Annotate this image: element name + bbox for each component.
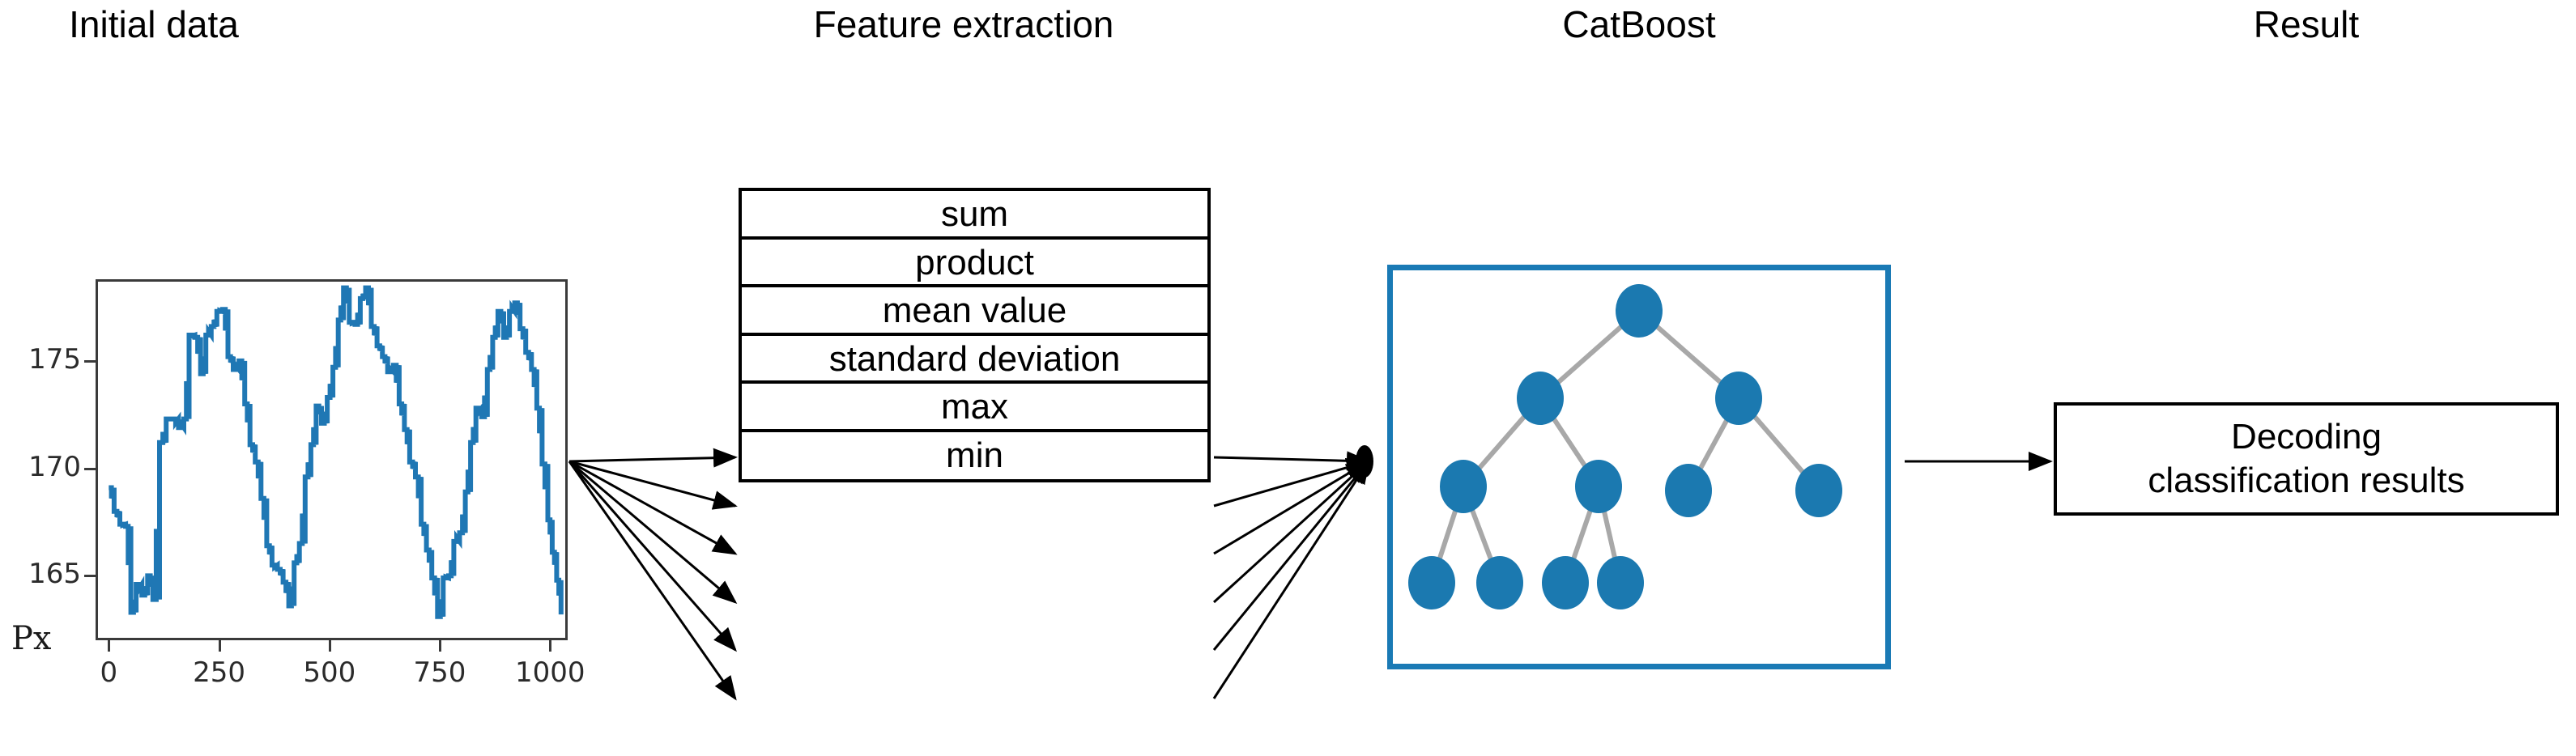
feature-box-min[interactable]: min	[739, 429, 1211, 482]
arrow-convergence-node	[1356, 445, 1373, 478]
column-title-feature-extraction: Feature extraction	[813, 3, 1114, 45]
chart-xtick-label: 1000	[514, 656, 585, 689]
chart-ytick-mark	[84, 359, 96, 363]
chart-xaxis-label: Px	[11, 620, 52, 657]
feature-box-label: max	[940, 387, 1009, 427]
chart-xtick-mark	[438, 640, 441, 652]
feature-box-max[interactable]: max	[739, 380, 1211, 434]
catboost-tree-panel	[1387, 265, 1891, 669]
chart-ytick-label: 170	[28, 450, 81, 483]
column-title-catboost: CatBoost	[1562, 3, 1716, 45]
chart-xtick-label: 500	[303, 656, 356, 689]
feature-box-product[interactable]: product	[739, 236, 1211, 290]
result-line-2: classification results	[2148, 461, 2465, 500]
arrow-from-mean-value	[1213, 460, 1371, 555]
arrow-from-standard-deviation	[1212, 459, 1371, 604]
column-title-initial-data: Initial data	[69, 3, 239, 45]
chart-ytick-label: 165	[28, 558, 81, 591]
chart-xtick-mark	[549, 640, 552, 652]
arrow-from-max	[1212, 459, 1370, 651]
chart-xtick-label: 750	[413, 656, 466, 689]
chart-ytick-mark	[84, 575, 96, 578]
chart-xtick-mark	[108, 640, 111, 652]
result-line-1: Decoding	[2231, 417, 2382, 457]
arrow-from-sum	[1213, 451, 1371, 471]
column-title-result: Result	[2253, 3, 2360, 45]
arrow-from-min	[1212, 459, 1370, 699]
feature-box-label: min	[946, 435, 1003, 475]
feature-box-label: standard deviation	[828, 339, 1121, 379]
arrow-from-product	[1213, 457, 1371, 508]
chart-xtick-mark	[328, 640, 331, 652]
chart-plot-frame	[96, 279, 568, 640]
feature-box-sum[interactable]: sum	[739, 188, 1211, 241]
chart-xtick-label: 0	[100, 656, 118, 689]
chart-ytick-mark	[84, 467, 96, 470]
feature-box-standard-deviation[interactable]: standard deviation	[739, 333, 1211, 386]
chart-xtick-mark	[218, 640, 221, 652]
chart-xtick-label: 250	[193, 656, 245, 689]
feature-box-label: mean value	[882, 291, 1067, 330]
result-box: Decoding classification results	[2054, 402, 2559, 516]
chart-ytick-label: 175	[28, 342, 81, 376]
feature-box-mean-value[interactable]: mean value	[739, 284, 1211, 338]
feature-box-label: product	[915, 243, 1034, 282]
feature-box-label: sum	[940, 194, 1009, 234]
